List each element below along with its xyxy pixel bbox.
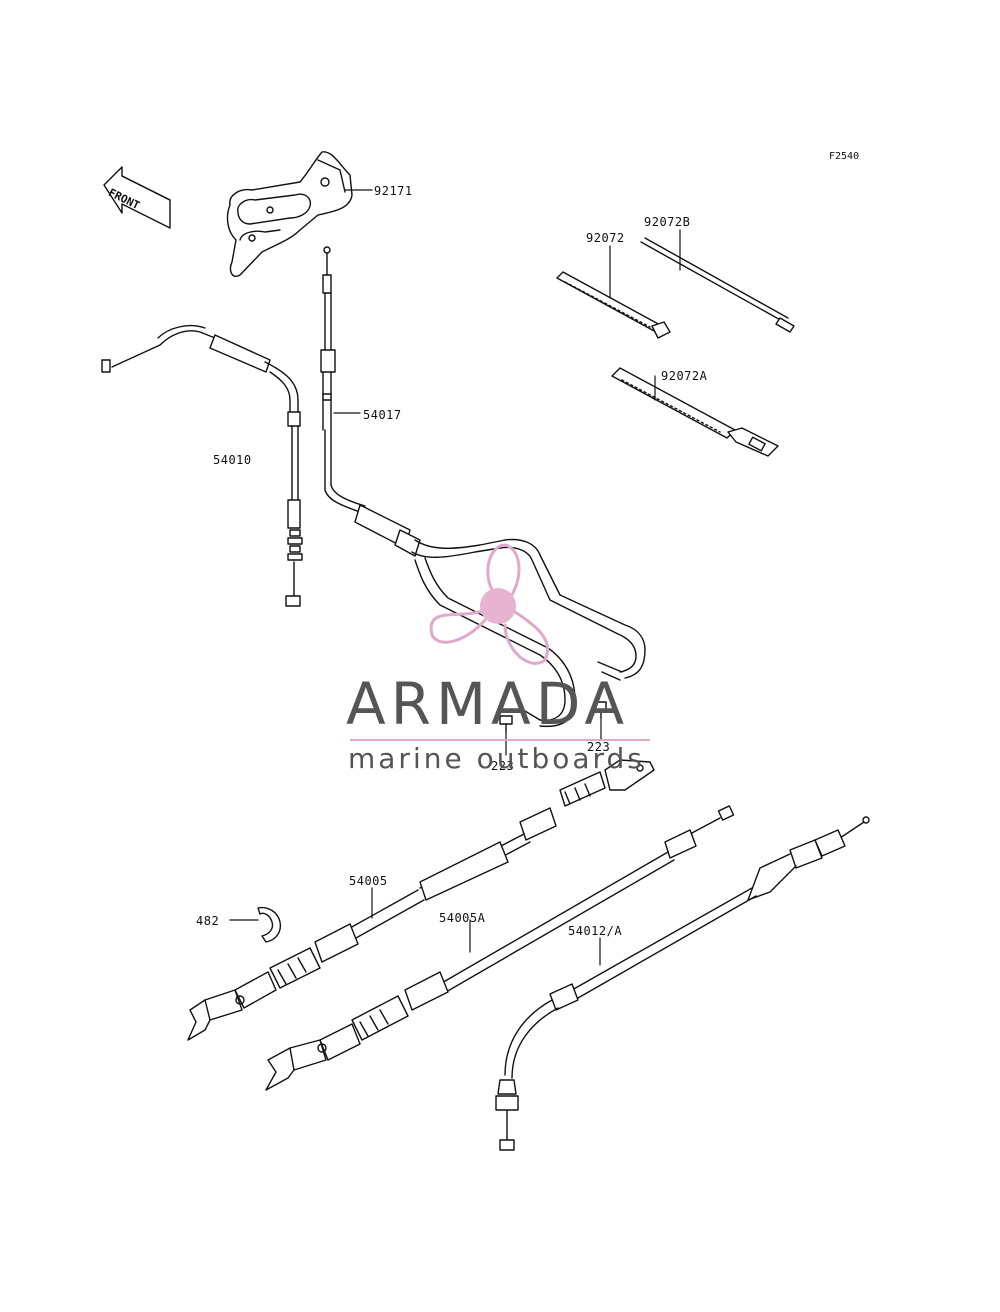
watermark-title: ARMADA <box>346 670 630 738</box>
leader-lines <box>229 189 681 966</box>
part-label-54005a: 54005A <box>439 911 486 925</box>
part-label-223-left: 223 <box>491 759 515 773</box>
propeller-logo-icon <box>429 543 550 665</box>
part-label-92072b: 92072B <box>644 215 691 229</box>
cable-tie-92072b <box>640 237 795 333</box>
part-label-54010: 54010 <box>213 453 252 467</box>
part-label-92072a: 92072A <box>661 369 708 383</box>
cable-54010 <box>101 324 303 607</box>
part-label-54005: 54005 <box>349 874 388 888</box>
clip-482 <box>257 906 282 943</box>
front-arrow-icon <box>103 166 171 229</box>
bolt-223-right <box>595 701 607 719</box>
part-label-54012a: 54012/A <box>568 924 623 938</box>
bracket-92171 <box>226 151 353 277</box>
cable-tie-92072 <box>556 271 671 339</box>
cable-54005 <box>187 759 655 1041</box>
part-label-92072: 92072 <box>586 231 625 245</box>
part-label-92171: 92171 <box>374 184 413 198</box>
cable-54017 <box>320 246 646 728</box>
part-label-482: 482 <box>196 914 220 928</box>
watermark-divider <box>350 739 650 741</box>
diagram-code: F2540 <box>829 151 860 162</box>
part-label-223-right: 223 <box>587 740 611 754</box>
bolt-223-left <box>499 715 513 733</box>
cable-tie-92072a <box>611 367 779 457</box>
part-label-54017: 54017 <box>363 408 402 422</box>
cable-54012a <box>495 816 870 1151</box>
cable-54005a <box>265 805 735 1091</box>
watermark-subtitle: marine outboards <box>348 742 645 775</box>
